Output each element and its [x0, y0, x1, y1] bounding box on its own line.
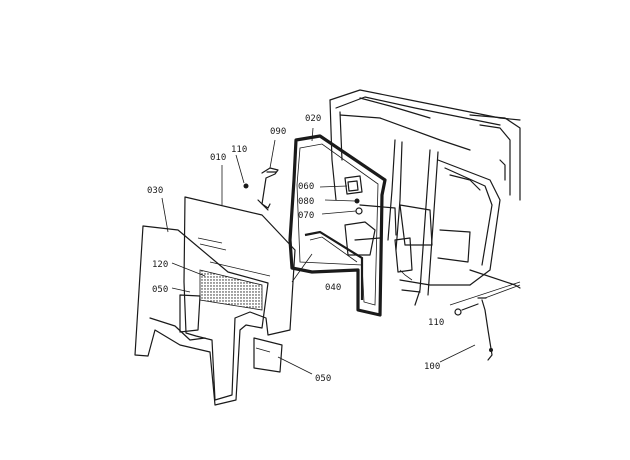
leader-lines [161, 127, 476, 375]
label-090: 090 [270, 127, 286, 137]
wiper-cable [449, 281, 521, 361]
sticker-050-lower [253, 337, 283, 373]
label-110-upper: 110 [231, 145, 247, 155]
handle-bracket [243, 167, 279, 211]
washer-icon [355, 207, 363, 215]
door-frame-seal [288, 134, 387, 317]
label-040: 040 [325, 283, 341, 293]
part-number-labels: 010 020 030 040 050 050 060 070 080 090 … [147, 114, 444, 384]
label-060: 060 [298, 182, 314, 192]
latch-parts [344, 175, 363, 215]
bolt-icon [354, 198, 360, 204]
screw-icon [243, 183, 249, 189]
glass-panel-010 [183, 196, 296, 401]
label-020: 020 [305, 114, 321, 124]
label-110-lower: 110 [428, 318, 444, 328]
glass-panel-030 [134, 225, 269, 406]
label-050-lower: 050 [315, 374, 331, 384]
label-100: 100 [424, 362, 440, 372]
label-070: 070 [298, 211, 314, 221]
label-080: 080 [298, 197, 314, 207]
label-050-upper: 050 [152, 285, 168, 295]
label-030: 030 [147, 186, 163, 196]
decal-120 [199, 269, 263, 311]
cab-frame [329, 89, 521, 306]
clip-icon [454, 308, 462, 316]
label-010: 010 [210, 153, 226, 163]
label-120: 120 [152, 260, 168, 270]
sticker-050-upper [179, 294, 201, 333]
lower-seal [304, 230, 364, 300]
